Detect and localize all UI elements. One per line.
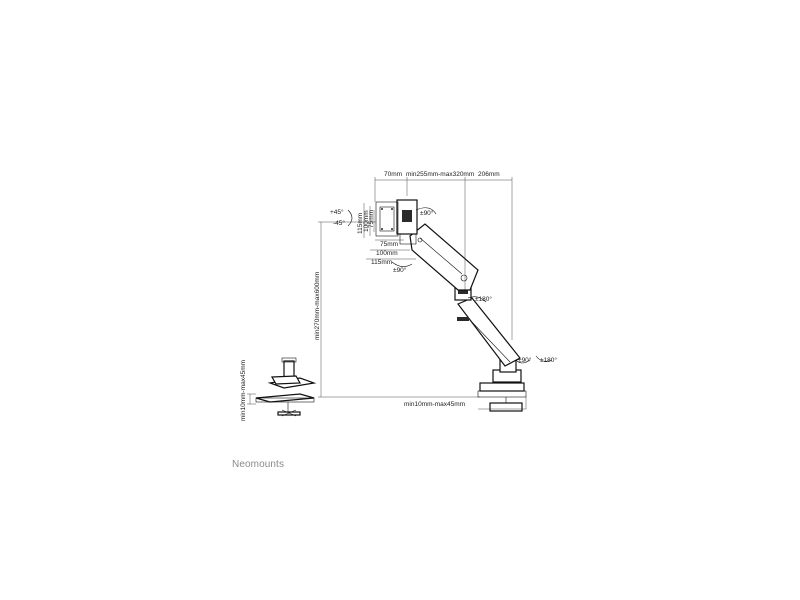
- dimension-lines: [318, 177, 527, 410]
- height-range-label: min270mm-max600mm: [314, 272, 321, 340]
- vesa-100b-label: 100mm: [376, 250, 398, 257]
- clamp-thickness-label: min10mm-max45mm: [240, 360, 247, 421]
- vesa-75b-label: 75mm: [380, 241, 398, 248]
- desk-thickness-label: min10mm-max45mm: [404, 401, 465, 408]
- tilt-up-label: +45°: [330, 208, 344, 216]
- rotation-arrows: [347, 207, 553, 364]
- swivel-mid-label: ±180°: [475, 295, 492, 303]
- dim-reach-label: min255mm-max320mm: [406, 171, 474, 178]
- dim-70-label: 70mm: [384, 171, 402, 178]
- swivel-base-b-label: ±180°: [540, 356, 557, 364]
- rotate-label: ±90°: [420, 209, 434, 217]
- dim-206-label: 206mm: [478, 171, 500, 178]
- tilt-down-label: -45°: [333, 219, 345, 227]
- monitor-arm-illustration: [375, 199, 527, 412]
- vesa-100-label: 100mm: [363, 210, 370, 232]
- vesa-115b-label: 115mm: [371, 259, 392, 266]
- vesa-115-label: 115mm: [357, 213, 364, 234]
- vesa-75-label: 75mm: [368, 210, 375, 228]
- brand-logo-text: Neomounts: [232, 459, 285, 470]
- swivel-base-a-label: ±90°: [518, 356, 532, 364]
- swivel-head-label: ±90°: [393, 266, 407, 274]
- desk-clamp-illustration: [255, 357, 317, 417]
